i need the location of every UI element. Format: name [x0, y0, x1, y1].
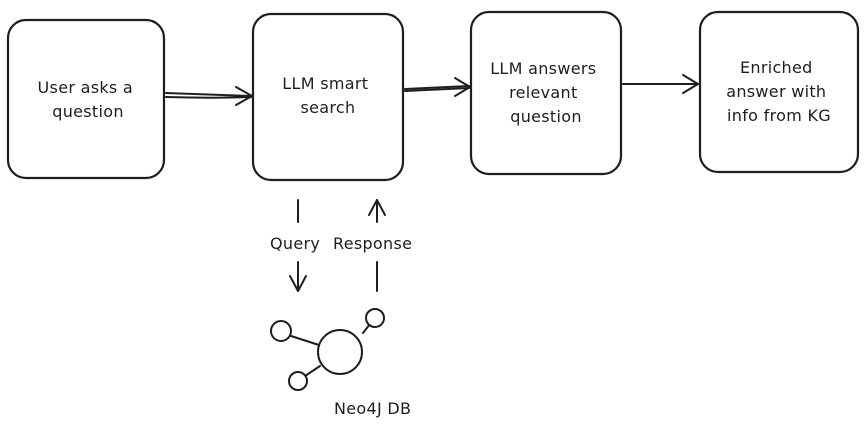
node-llm-smart-search-text: LLM smart search [282, 74, 373, 117]
response-label: Response [333, 234, 412, 253]
node-enriched-answer-box [698, 10, 860, 174]
node-user-question: User asks a question [6, 18, 166, 180]
node-llm-smart-search-line-2: search [301, 98, 356, 117]
arrow-user-to-search [165, 86, 253, 106]
node-llm-answers-text: LLM answers relevant question [490, 59, 602, 126]
query-label: Query [270, 234, 320, 253]
node-enriched-answer: Enriched answer with info from KG [698, 10, 860, 174]
node-llm-smart-search: LLM smart search [251, 12, 405, 182]
node-user-question-box [6, 18, 166, 180]
graph-network-icon [270, 308, 385, 391]
arrow-response-up [368, 199, 386, 292]
node-llm-answers-line-3: question [510, 107, 582, 126]
node-llm-smart-search-box [251, 12, 405, 182]
node-user-question-line-1: User asks a [38, 78, 134, 97]
node-enriched-answer-line-3: info from KG [727, 106, 831, 125]
node-llm-answers-line-1: LLM answers [490, 59, 596, 78]
arrow-answers-to-enriched [622, 74, 699, 94]
node-user-question-text: User asks a question [38, 78, 139, 121]
node-enriched-answer-line-1: Enriched [740, 58, 813, 77]
node-llm-answers-box [469, 10, 623, 176]
arrow-query-down [289, 199, 307, 292]
node-llm-answers: LLM answers relevant question [469, 10, 623, 176]
node-enriched-answer-text: Enriched answer with info from KG [726, 58, 832, 125]
node-llm-smart-search-line-1: LLM smart [282, 74, 368, 93]
database-label: Neo4J DB [334, 399, 411, 418]
node-enriched-answer-line-2: answer with [726, 82, 826, 101]
node-llm-answers-line-2: relevant [509, 83, 577, 102]
arrow-search-to-answers [404, 77, 471, 97]
node-user-question-line-2: question [52, 102, 124, 121]
